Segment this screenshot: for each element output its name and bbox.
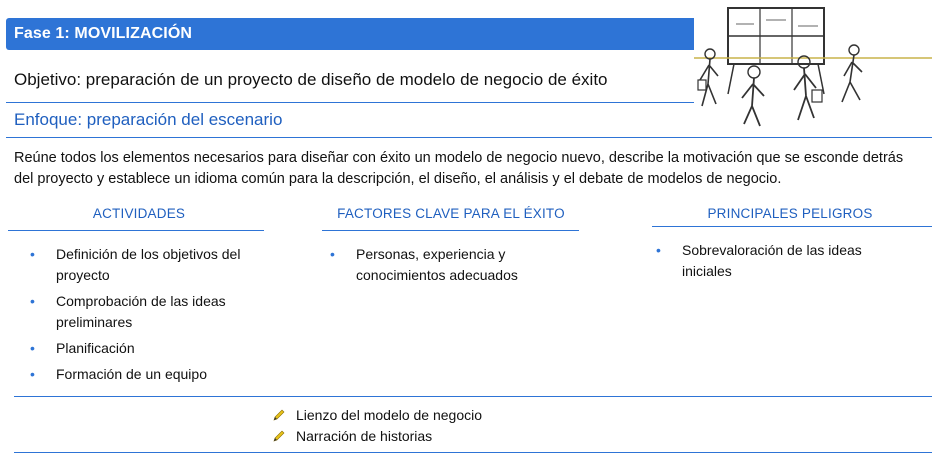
focus-text: Enfoque: preparación del escenario bbox=[14, 110, 283, 129]
success-factors-list: •Personas, experiencia y conocimientos a… bbox=[330, 244, 550, 291]
divider-tools-bottom bbox=[14, 452, 932, 453]
bullet-icon: • bbox=[30, 293, 35, 309]
divider-activities bbox=[8, 230, 264, 231]
bullet-icon: • bbox=[30, 340, 35, 356]
list-item: •Comprobación de las ideas preliminares bbox=[30, 293, 226, 330]
list-item: •Personas, experiencia y conocimientos a… bbox=[330, 246, 518, 283]
tool-item: Narración de historias bbox=[272, 426, 482, 447]
objective-text: Objetivo: preparación de un proyecto de … bbox=[14, 70, 608, 89]
list-item: •Planificación bbox=[30, 338, 260, 359]
description-paragraph: Reúne todos los elementos necesarios par… bbox=[14, 150, 904, 187]
people-walking-to-board-illustration bbox=[694, 2, 932, 130]
pencil-icon bbox=[273, 409, 285, 421]
divider-objective bbox=[6, 102, 694, 103]
list-item: •Sobrevaloración de las ideas iniciales bbox=[656, 242, 862, 279]
success-factors-heading: FACTORES CLAVE PARA EL ÉXITO bbox=[337, 206, 565, 221]
tool-item: Lienzo del modelo de negocio bbox=[272, 405, 482, 426]
bullet-icon: • bbox=[330, 246, 335, 262]
main-risks-heading: PRINCIPALES PELIGROS bbox=[707, 206, 873, 221]
list-item: •Definición de los objetivos del proyect… bbox=[30, 246, 241, 283]
divider-tools-top bbox=[14, 396, 932, 397]
activities-heading: ACTIVIDADES bbox=[92, 206, 186, 221]
phase-title: Fase 1: MOVILIZACIÓN bbox=[14, 25, 193, 42]
activities-list: •Definición de los objetivos del proyect… bbox=[30, 244, 260, 390]
bullet-icon: • bbox=[30, 366, 35, 382]
tools-list: Lienzo del modelo de negocio Narración d… bbox=[272, 405, 482, 447]
list-item: •Formación de un equipo bbox=[30, 364, 260, 385]
bullet-icon: • bbox=[656, 242, 661, 258]
divider-success-factors bbox=[322, 230, 579, 231]
bullet-icon: • bbox=[30, 246, 35, 262]
pencil-icon bbox=[273, 430, 285, 442]
main-risks-list: •Sobrevaloración de las ideas iniciales bbox=[656, 240, 896, 287]
divider-focus bbox=[6, 137, 932, 138]
divider-main-risks bbox=[652, 226, 932, 227]
